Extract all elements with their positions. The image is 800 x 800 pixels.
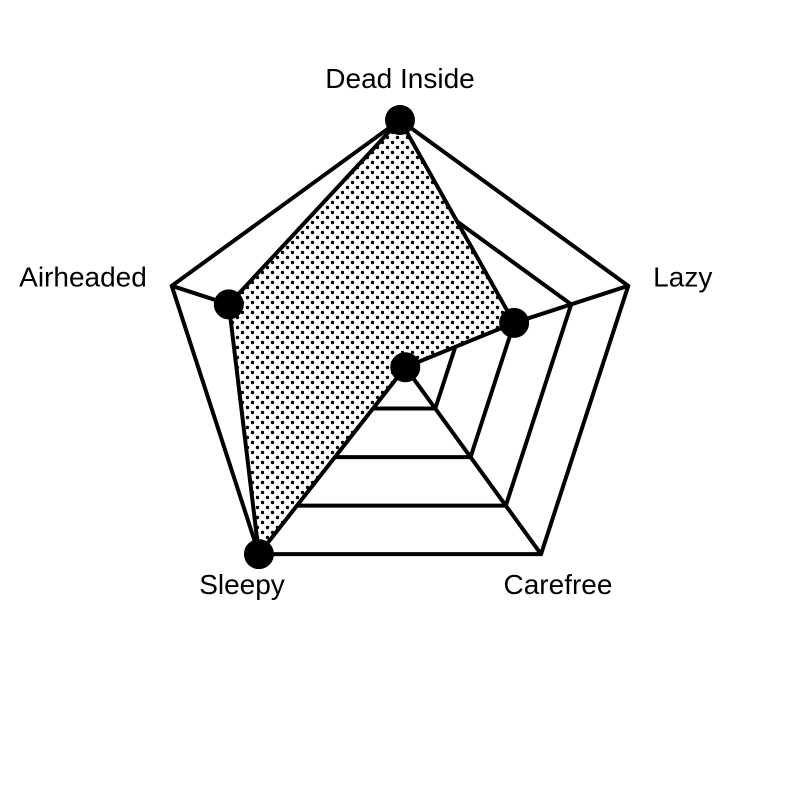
data-point <box>390 352 421 383</box>
axis-label: Carefree <box>504 569 613 600</box>
data-point <box>499 307 530 338</box>
axis-label: Lazy <box>653 261 712 292</box>
data-point <box>385 105 415 135</box>
axis-label: Sleepy <box>199 569 285 600</box>
axis-label: Airheaded <box>19 261 147 292</box>
data-area <box>226 118 517 557</box>
data-point <box>243 539 274 570</box>
data-series <box>213 105 530 570</box>
grid-ring <box>169 117 631 557</box>
data-point <box>213 289 244 320</box>
axis-spoke <box>398 358 543 556</box>
axis-label: Dead Inside <box>325 63 474 94</box>
